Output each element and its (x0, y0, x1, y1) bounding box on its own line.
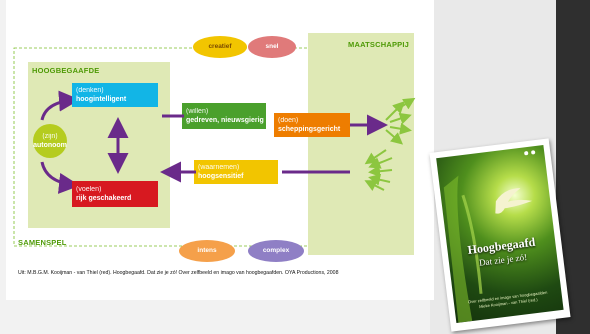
diagram-graphics (13, 33, 416, 262)
pill-snel (248, 36, 296, 58)
maatschappij-label: MAATSCHAPPIJ (348, 40, 410, 49)
box-waarnemen-main: hoogsensitief (198, 172, 244, 180)
pill-creatief (193, 36, 247, 58)
book-cover: Hoogbegaafd Dat zie je zó! Over zelfbeel… (429, 138, 571, 332)
pill-complex-label: complex (262, 247, 290, 254)
pill-creatief-label: creatief (208, 43, 232, 50)
box-willen (182, 103, 266, 129)
box-voelen-main: rijk geschakeerd (76, 194, 132, 202)
box-voelen (72, 181, 158, 207)
box-doen-main: scheppingsgericht (278, 125, 341, 133)
source-caption: Uit: M.B.G.M. Kooijman - van Thiel (red)… (18, 270, 339, 276)
samenspel-label: SAMENSPEL (18, 238, 67, 247)
pill-snel-label: snel (265, 43, 279, 50)
hoogbegaafde-label: HOOGBEGAAFDE (32, 66, 100, 75)
box-doen-sub: (doen) (278, 117, 299, 124)
box-waarnemen-text: (waarnemen) hoogsensitief (198, 164, 244, 181)
node-autonoom-main: autonoom (33, 141, 67, 149)
pill-intens (179, 240, 235, 262)
maatschappij-panel (308, 33, 414, 255)
pill-complex (248, 240, 304, 262)
box-denken-text: (denken) hoogintelligent (76, 87, 126, 104)
box-willen-text: (willen) gedreven, nieuwsgierig (186, 108, 264, 125)
box-waarnemen-sub: (waarnemen) (198, 164, 240, 171)
bird-silhouette-icon (443, 150, 536, 323)
box-willen-sub: (willen) (186, 108, 209, 115)
box-doen-text: (doen) scheppingsgericht (278, 117, 340, 134)
diagram-slide: MAATSCHAPPIJ HOOGBEGAAFDE SAMENSPEL crea… (6, 0, 434, 300)
pill-intens-label: intens (197, 247, 217, 254)
node-autonoom-sub: (zijn) (42, 133, 58, 140)
box-denken-sub: (denken) (76, 87, 104, 94)
box-denken (72, 83, 158, 107)
box-waarnemen (194, 160, 278, 184)
book-cover-art: Hoogbegaafd Dat zie je zó! Over zelfbeel… (436, 145, 564, 323)
box-voelen-sub: (voelen) (76, 186, 102, 193)
incoming-arrows (364, 149, 393, 191)
box-doen (274, 113, 350, 137)
box-denken-main: hoogintelligent (76, 95, 127, 103)
box-willen-main: gedreven, nieuwsgierig (186, 116, 264, 124)
outgoing-arrows (385, 97, 416, 145)
box-voelen-text: (voelen) rijk geschakeerd (76, 186, 131, 203)
node-autonoom (33, 124, 67, 158)
node-autonoom-text: (zijn) autonoom (33, 133, 67, 150)
